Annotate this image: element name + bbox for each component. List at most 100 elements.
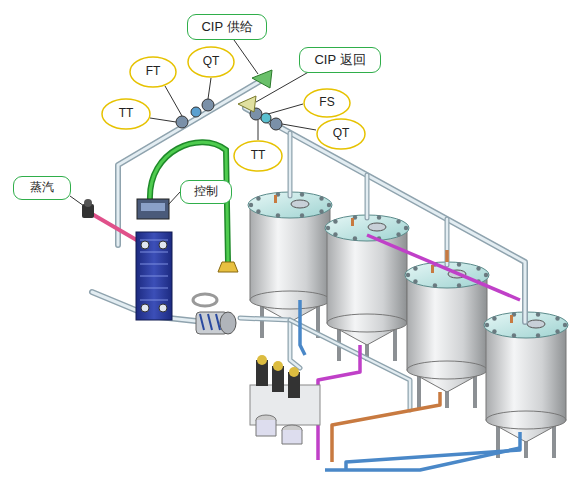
tank-part — [353, 236, 357, 240]
cleaning-agent-unit — [250, 355, 320, 444]
label-callout: 蒸汽 — [13, 176, 71, 200]
tank-part — [333, 219, 337, 223]
tank-group — [248, 192, 568, 458]
tank-part — [250, 291, 330, 309]
callout-text: TT — [119, 107, 134, 120]
instrument-callout: FS — [303, 88, 351, 118]
instrument-callout: FT — [129, 56, 177, 88]
process-pipe — [92, 80, 525, 410]
tank-part — [431, 265, 434, 273]
product-pipe — [445, 250, 449, 262]
tank-part — [492, 316, 496, 320]
leader-line — [268, 104, 303, 114]
label-callout: CIP 返回 — [299, 47, 381, 73]
process-pipe — [240, 318, 300, 368]
tank-part — [256, 196, 260, 200]
cip-instrument — [191, 107, 201, 117]
heat-exchanger — [159, 241, 167, 249]
callout-ellipse — [234, 141, 282, 171]
tank-part — [396, 219, 400, 223]
heat-exchanger — [141, 304, 149, 312]
cleaning-agent-unit — [289, 367, 299, 377]
tank-part — [407, 361, 487, 379]
cip-instrument — [270, 118, 282, 130]
tank-part — [327, 228, 407, 323]
control-box — [137, 142, 238, 272]
tank-part — [406, 273, 410, 277]
callout-ellipse — [188, 47, 234, 77]
heat-exchanger — [136, 232, 172, 320]
process-pipe — [245, 108, 525, 322]
tank-part — [368, 223, 386, 231]
tank-part — [536, 312, 540, 316]
storage-tank — [405, 262, 489, 408]
callout-ellipse — [130, 57, 176, 87]
heat-exchanger — [136, 232, 172, 320]
process-pipe — [245, 108, 525, 322]
cip-flow-cone — [238, 96, 256, 112]
instrument-callout: QT — [316, 118, 366, 150]
leader-line — [150, 118, 176, 122]
product-pipe — [367, 235, 520, 300]
product-pipe — [318, 345, 360, 460]
tank-part — [457, 262, 461, 266]
callout-text: CIP 供给 — [201, 20, 252, 34]
tank-part — [319, 209, 323, 213]
cleaning-agent-unit — [257, 355, 267, 365]
tank-part — [327, 314, 407, 332]
callout-ellipse — [304, 89, 350, 117]
tank-part — [486, 411, 566, 429]
cip-instrument — [176, 99, 282, 130]
cleaning-agent-unit — [250, 385, 320, 425]
product-pipe — [325, 448, 520, 470]
instrument-callout: TT — [101, 98, 151, 130]
callout-text: FT — [146, 65, 161, 78]
control-box — [141, 203, 165, 211]
control-box — [218, 262, 238, 272]
process-pipe — [290, 133, 447, 265]
leader-line — [234, 40, 258, 74]
callout-text: 蒸汽 — [30, 181, 54, 194]
leader-line — [165, 86, 182, 116]
heat-exchanger — [141, 241, 149, 249]
leader-line — [168, 192, 180, 205]
cip-flow-cone — [238, 70, 272, 112]
leader-line — [258, 120, 259, 140]
tank-part — [492, 329, 496, 333]
tank-part — [319, 196, 323, 200]
tank-part — [413, 279, 417, 283]
pump — [193, 294, 236, 334]
tank-part — [276, 213, 280, 217]
storage-tank — [484, 312, 568, 458]
callout-ellipse — [102, 99, 150, 129]
process-pipe — [290, 133, 447, 265]
callout-text: QT — [333, 127, 350, 140]
tank-part — [563, 323, 567, 327]
leader-line — [282, 124, 316, 130]
label-callout: CIP 供给 — [187, 14, 267, 40]
cip-flow-cone — [252, 70, 272, 88]
tank-part — [256, 209, 260, 213]
pump — [193, 294, 217, 306]
tank-part — [327, 203, 331, 207]
tank-part — [512, 333, 516, 337]
tank-part — [536, 333, 540, 337]
leader-line — [70, 196, 84, 206]
callout-text: QT — [203, 55, 220, 68]
leader-line — [70, 40, 316, 206]
tank-part — [433, 283, 437, 287]
steam-line — [82, 199, 140, 242]
callout-text: TT — [251, 149, 266, 162]
cip-instrument — [176, 116, 188, 128]
cleaning-agent-unit — [273, 361, 283, 371]
tank-part — [413, 266, 417, 270]
tank-part — [555, 329, 559, 333]
cleaning-agent-unit — [256, 420, 302, 444]
tank-part — [351, 218, 354, 226]
tank-part — [476, 266, 480, 270]
heat-exchanger — [159, 304, 167, 312]
product-pipe — [332, 392, 440, 462]
